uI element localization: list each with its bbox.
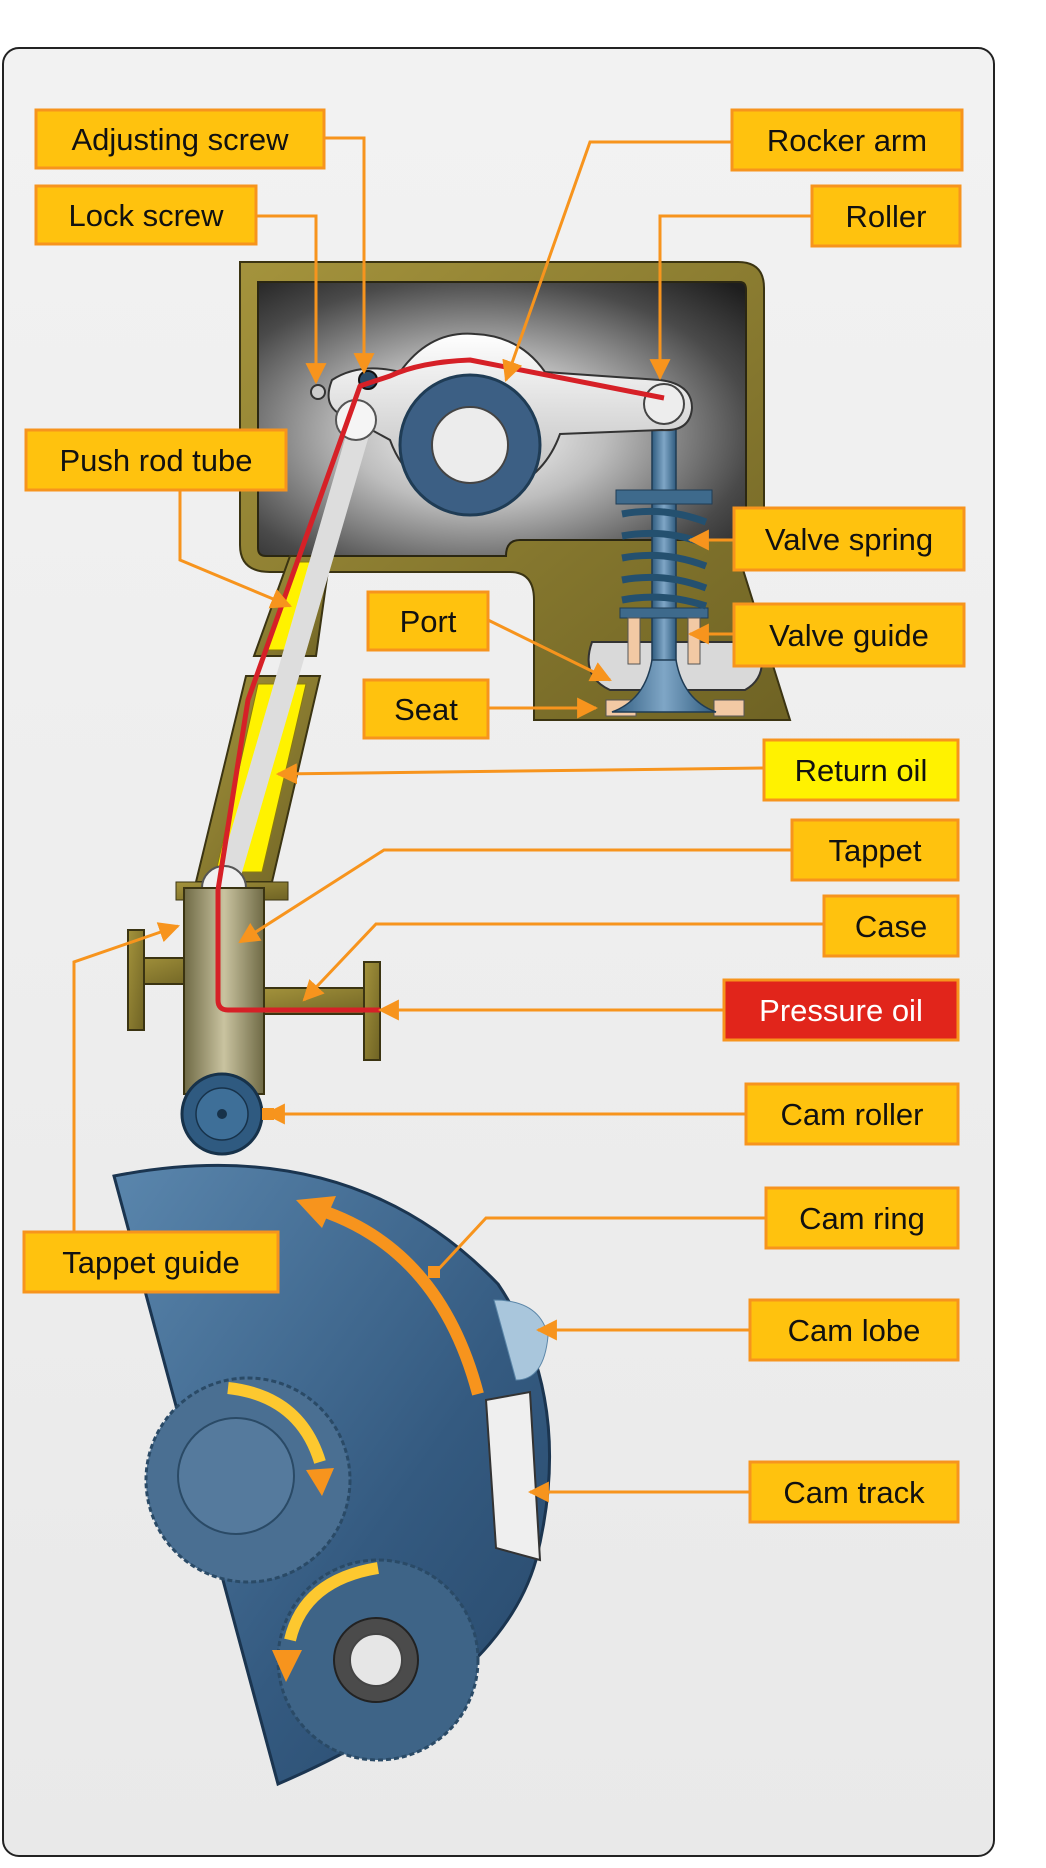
spring-seat bbox=[619, 607, 709, 619]
cam-roller-marker bbox=[262, 1108, 274, 1120]
svg-text:Tappet: Tappet bbox=[828, 833, 921, 868]
valve-stem bbox=[651, 421, 677, 703]
svg-text:Tappet guide: Tappet guide bbox=[62, 1245, 240, 1280]
svg-text:Lock screw: Lock screw bbox=[68, 198, 224, 233]
rotation-arrow-gear-small bbox=[284, 1562, 380, 1642]
svg-text:Cam ring: Cam ring bbox=[799, 1201, 925, 1236]
leader-lines bbox=[72, 136, 824, 1503]
svg-text:Cam roller: Cam roller bbox=[781, 1097, 924, 1132]
label-roller: Roller bbox=[810, 184, 962, 248]
svg-text:Rocker arm: Rocker arm bbox=[767, 123, 927, 158]
svg-text:Seat: Seat bbox=[394, 692, 458, 727]
case-left-flange bbox=[127, 929, 145, 1031]
cam-ring-part bbox=[112, 1163, 552, 1787]
label-port: Port bbox=[366, 590, 490, 652]
label-return-oil: Return oil bbox=[762, 738, 960, 802]
label-cam-lobe: Cam lobe bbox=[748, 1298, 960, 1362]
label-valve-guide: Valve guide bbox=[732, 602, 966, 668]
label-cam-ring: Cam ring bbox=[764, 1186, 960, 1250]
svg-text:Roller: Roller bbox=[846, 199, 927, 234]
valve-guide-bush bbox=[627, 617, 641, 665]
label-tappet: Tappet bbox=[790, 818, 960, 882]
tappet-body bbox=[183, 887, 265, 1095]
valve-roller bbox=[643, 383, 685, 425]
rocker-arm-part bbox=[310, 332, 694, 517]
label-cam-roller: Cam roller bbox=[744, 1082, 960, 1146]
svg-text:Valve spring: Valve spring bbox=[765, 522, 933, 557]
valve-guide-bush bbox=[687, 617, 701, 665]
svg-text:Pressure oil: Pressure oil bbox=[759, 993, 923, 1028]
svg-text:Return oil: Return oil bbox=[795, 753, 928, 788]
label-rocker-arm: Rocker arm bbox=[730, 108, 964, 172]
label-adjusting-screw: Adjusting screw bbox=[34, 108, 326, 170]
valve-head bbox=[611, 659, 717, 713]
label-push-rod-tube: Push rod tube bbox=[24, 428, 288, 492]
cam-ring-marker bbox=[428, 1266, 440, 1278]
svg-text:Push rod tube: Push rod tube bbox=[59, 443, 252, 478]
svg-text:Adjusting screw: Adjusting screw bbox=[71, 122, 289, 157]
spring-retainer bbox=[615, 489, 713, 505]
pressure-oil-passage bbox=[215, 357, 665, 1013]
rotation-arrow-gear-large bbox=[227, 1382, 326, 1464]
svg-text:Valve guide: Valve guide bbox=[769, 618, 929, 653]
label-tappet-guide: Tappet guide bbox=[22, 1230, 280, 1294]
svg-text:Cam track: Cam track bbox=[783, 1475, 925, 1510]
label-lock-screw: Lock screw bbox=[34, 184, 258, 246]
rotation-arrow-ring bbox=[318, 1204, 484, 1396]
svg-text:Port: Port bbox=[400, 604, 457, 639]
svg-text:Cam lobe: Cam lobe bbox=[788, 1313, 921, 1348]
label-cam-track: Cam track bbox=[748, 1460, 960, 1524]
rocker-shaft bbox=[431, 406, 509, 484]
label-case: Case bbox=[822, 894, 960, 958]
valve-seat bbox=[713, 699, 745, 717]
svg-text:Case: Case bbox=[855, 909, 927, 944]
label-seat: Seat bbox=[362, 678, 490, 740]
lock-screw-head bbox=[310, 384, 326, 400]
label-pressure-oil: Pressure oil bbox=[722, 978, 960, 1042]
label-valve-spring: Valve spring bbox=[732, 506, 966, 572]
cam-track-teeth bbox=[484, 1390, 542, 1562]
valve-assembly bbox=[611, 421, 717, 713]
